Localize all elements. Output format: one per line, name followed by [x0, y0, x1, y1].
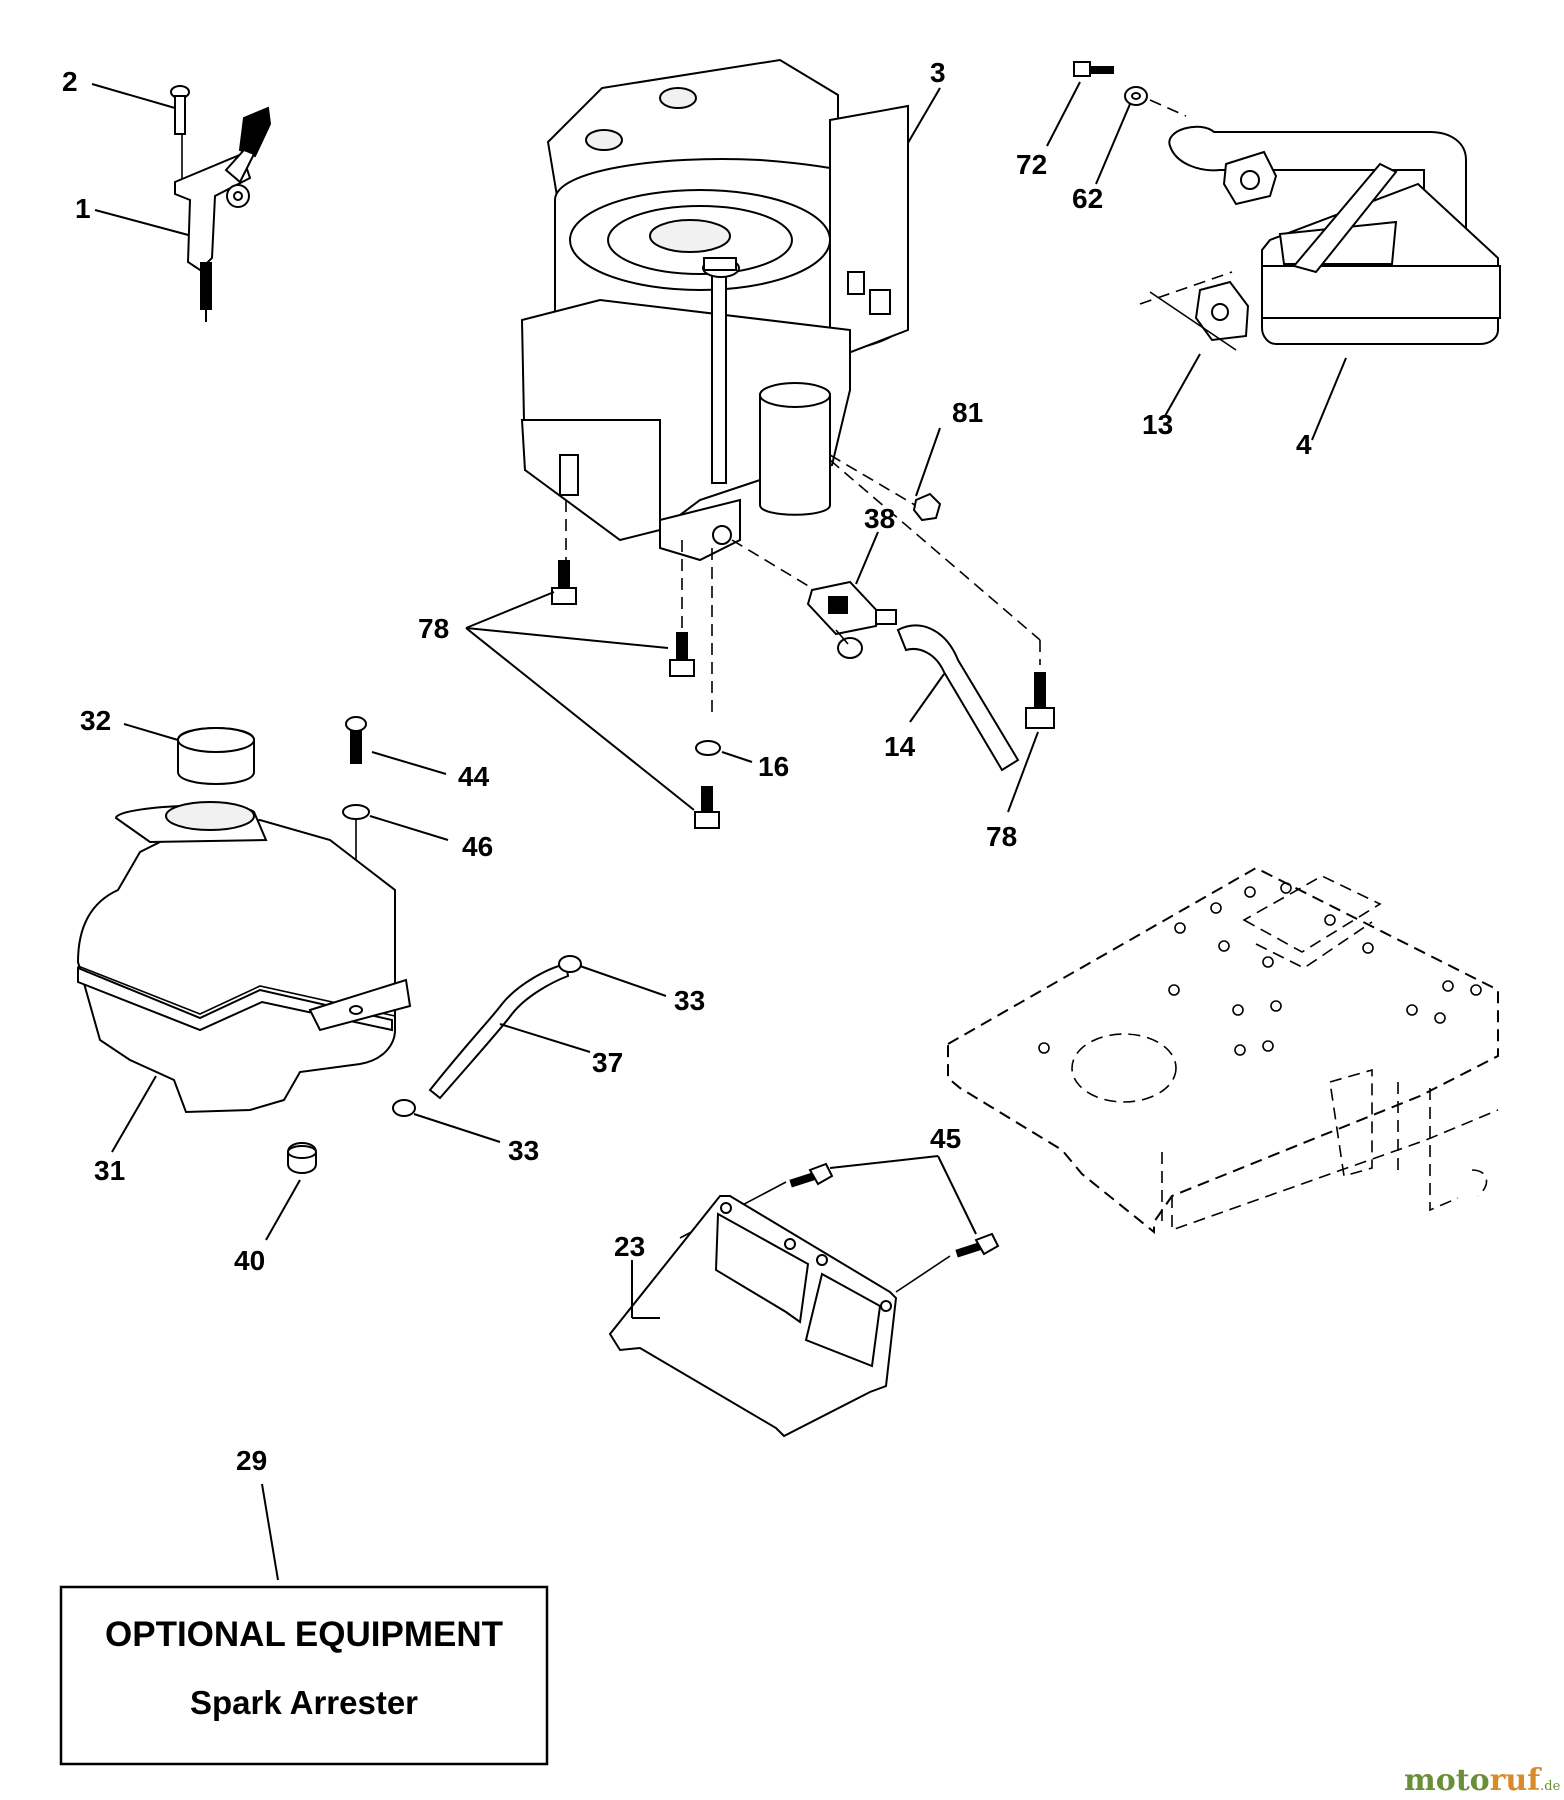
- callout-78-right: 78: [986, 821, 1017, 852]
- callout-2: 2: [62, 66, 78, 97]
- callout-16: 16: [758, 751, 789, 782]
- callout-13: 13: [1142, 409, 1173, 440]
- callout-62: 62: [1072, 183, 1103, 214]
- callout-46: 46: [462, 831, 493, 862]
- callout-23: 23: [614, 1231, 645, 1262]
- callout-38: 38: [864, 503, 895, 534]
- callout-37: 37: [592, 1047, 623, 1078]
- callout-44: 44: [458, 761, 490, 792]
- callout-45: 45: [930, 1123, 961, 1154]
- watermark-logo: motoruf.de: [1404, 1763, 1561, 1798]
- fuel-tank-assembly: 32 44 46 31 40: [76, 705, 493, 1276]
- fuel-line: 33 37 33: [392, 955, 705, 1166]
- callout-3: 3: [930, 57, 946, 88]
- engine-bolts: 78 16 78: [418, 560, 1055, 852]
- callout-33-lower: 33: [508, 1135, 539, 1166]
- callout-31: 31: [94, 1155, 125, 1186]
- callout-33-upper: 33: [674, 985, 705, 1016]
- callout-4: 4: [1296, 429, 1312, 460]
- optional-equipment-title: OPTIONAL EQUIPMENT: [105, 1615, 503, 1654]
- callout-40: 40: [234, 1245, 265, 1276]
- callout-78-left: 78: [418, 613, 449, 644]
- callout-72: 72: [1016, 149, 1047, 180]
- frame-phantom: [947, 866, 1499, 1235]
- callout-1: 1: [75, 193, 91, 224]
- callout-32: 32: [80, 705, 111, 736]
- watermark-text: motoruf.de: [1404, 1763, 1561, 1798]
- callout-81: 81: [952, 397, 983, 428]
- optional-equipment-subtitle: Spark Arrester: [190, 1684, 418, 1721]
- engine: 3: [520, 57, 1041, 716]
- heat-shield: 45 23: [608, 1123, 1000, 1438]
- throttle-control: 2 1: [62, 66, 272, 322]
- callout-29: 29: [236, 1445, 267, 1476]
- muffler-assembly: 72 62 13 4: [1016, 61, 1501, 460]
- optional-equipment-box: [59, 1585, 549, 1766]
- optional-equipment: 29 OPTIONAL EQUIPMENT Spark Arrester: [59, 1445, 549, 1766]
- callout-14: 14: [884, 731, 916, 762]
- oil-drain-group: 81 38 14: [806, 397, 1020, 772]
